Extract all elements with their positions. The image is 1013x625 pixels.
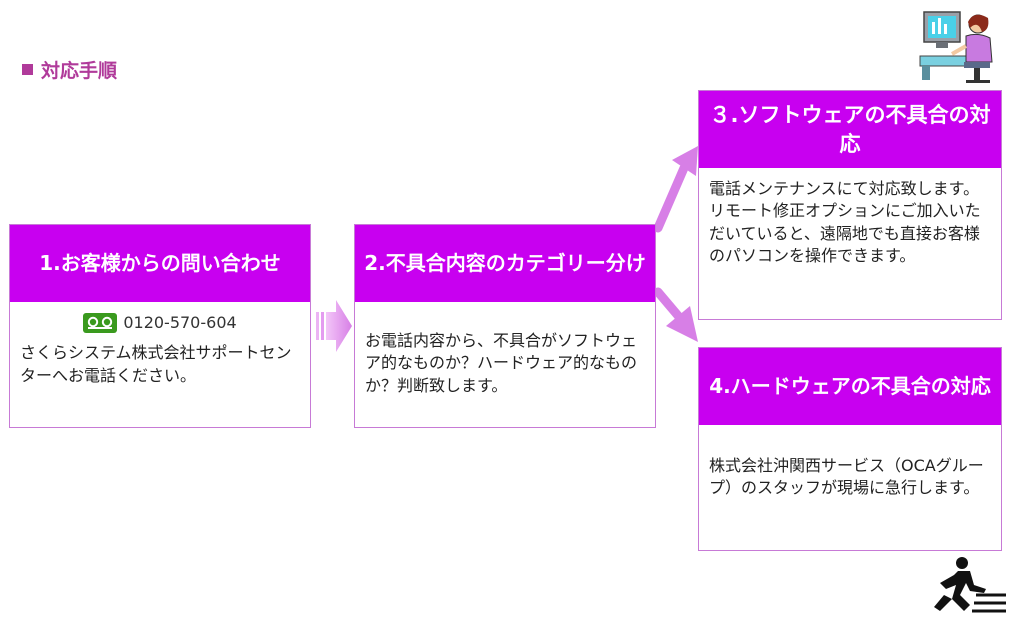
step-3-title: ３.ソフトウェアの不具合の対応 [699, 91, 1001, 168]
arrow-icon-2-to-4 [653, 287, 698, 342]
person-at-computer-icon [918, 6, 998, 88]
square-bullet-icon [22, 64, 33, 75]
section-title: 対応手順 [22, 56, 117, 83]
step-2-title: 2.不具合内容のカテゴリー分け [355, 225, 655, 302]
step-2-box: 2.不具合内容のカテゴリー分け お電話内容から、不具合がソフトウェア的なものか？… [354, 224, 656, 428]
step-1-box: 1.お客様からの問い合わせ 0120-570-604 さくらシステム株式会社サポ… [9, 224, 311, 428]
running-person-icon [930, 555, 1008, 625]
step-3-text-1: 電話メンテナンスにて対応致します。 [709, 179, 980, 198]
step-4-title: 4.ハードウェアの不具合の対応 [699, 348, 1001, 425]
phone-line: 0120-570-604 [20, 312, 300, 334]
section-title-text: 対応手順 [41, 60, 118, 82]
step-1-text: さくらシステム株式会社サポートセンターへお電話ください。 [20, 343, 292, 385]
phone-number[interactable]: 0120-570-604 [123, 313, 237, 332]
step-4-box: 4.ハードウェアの不具合の対応 株式会社沖関西サービス（OCAグループ）のスタッ… [698, 347, 1002, 551]
step-2-text: お電話内容から、不具合がソフトウェア的なものか？ハードウェア的なものか？判断致し… [365, 331, 638, 395]
step-3-body: 電話メンテナンスにて対応致します。 リモート修正オプションにご加入いただいている… [699, 168, 1001, 274]
arrow-icon-2-to-3 [653, 146, 698, 233]
step-3-box: ３.ソフトウェアの不具合の対応 電話メンテナンスにて対応致します。 リモート修正… [698, 90, 1002, 320]
step-4-text: 株式会社沖関西サービス（OCAグループ）のスタッフが現場に急行します。 [709, 456, 984, 498]
arrow-icon-1-to-2 [316, 300, 352, 352]
free-dial-icon [83, 313, 118, 334]
step-1-body: 0120-570-604 さくらシステム株式会社サポートセンターへお電話ください… [10, 302, 310, 393]
step-1-title: 1.お客様からの問い合わせ [10, 225, 310, 302]
step-3-text-2: リモート修正オプションにご加入いただいていると、遠隔地でも直接お客様のパソコンを… [709, 201, 981, 266]
